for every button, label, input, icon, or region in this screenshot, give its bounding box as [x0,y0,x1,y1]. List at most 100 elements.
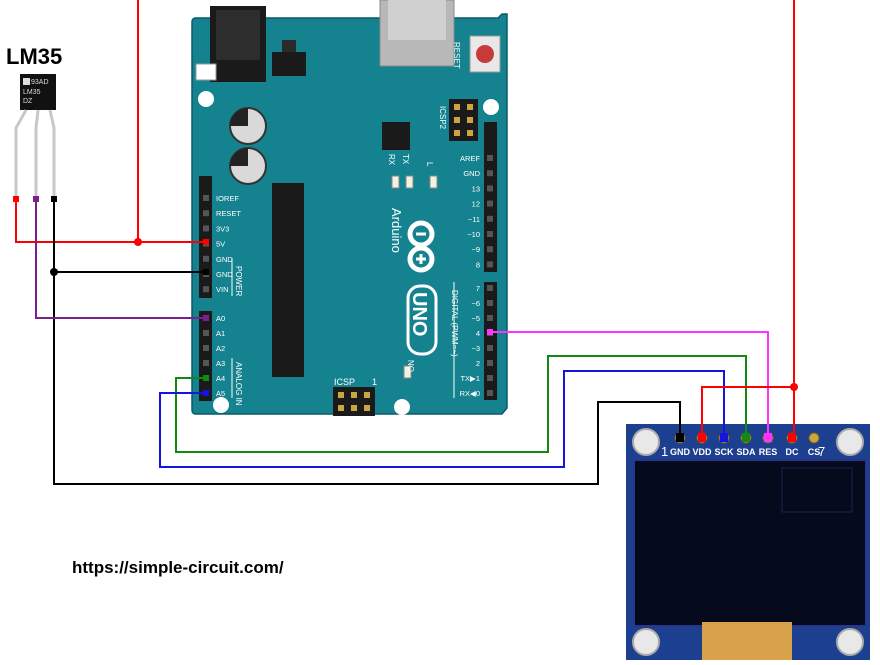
voltage-regulator [272,52,306,76]
oled-pin-label-sck: SCK [714,447,734,457]
digital-pin-label-1: GND [463,169,480,178]
power-label: POWER [234,266,243,296]
oled-pin-label-res: RES [759,447,778,457]
wire-sda-green [175,355,747,453]
oled-ribbon [702,622,792,660]
power-pin-label-2: 3V3 [216,224,229,233]
header-pin-socket[interactable] [487,170,493,177]
header-pin [454,130,460,136]
power-pin-label-1: RESET [216,209,241,218]
analog-pin-label-4: A4 [216,374,225,383]
header-pin-socket[interactable] [487,315,493,321]
capacitor [229,147,267,185]
header-pin-socket[interactable] [487,185,493,192]
header-pin-socket[interactable] [487,261,493,268]
arduino-logo-icon [407,220,435,273]
header-pin [467,117,473,123]
icsp-pin-1-label: 1 [372,377,377,387]
digital-pin-label-3: 4 [476,329,480,338]
header-pin-socket[interactable] [203,210,209,217]
wire-gnd-black [53,196,681,485]
header-pin-socket[interactable] [487,345,493,351]
analog-pin-label-0: A0 [216,314,225,323]
l-label: L [425,162,434,167]
header-pin [351,405,357,411]
digital-pin-label-3: 12 [472,200,480,209]
header-pin [351,392,357,398]
header-pin-socket[interactable] [487,300,493,306]
header-pin [467,130,473,136]
oled-pin[interactable] [808,432,820,444]
icsp-header [333,387,375,416]
lm35-sensor: 93AD LM35 DZ [14,74,56,196]
icsp2-label: ICSP2 [438,106,447,130]
header-pin-socket[interactable] [203,330,209,336]
analog-pin-label-3: A3 [216,359,225,368]
digital-pin-label-5: 2 [476,359,480,368]
digital-pin-label-1: ~6 [471,299,480,308]
header-pin-socket[interactable] [203,225,209,232]
oled-pin-start-num: 1 [661,444,668,459]
lm35-body-text-1: LM35 [23,89,41,96]
header-pin [454,104,460,110]
header-pin-socket[interactable] [203,345,209,351]
uno-badge [406,284,438,356]
analog-pin-label-5: A5 [216,389,225,398]
header-pin-socket[interactable] [487,155,493,161]
header-pin-socket[interactable] [487,215,493,222]
header-pin-socket[interactable] [203,255,209,262]
wire-tips [13,196,493,396]
header-pin-socket[interactable] [203,360,209,366]
power-pin-label-6: VIN [216,285,229,294]
reset-label: RESET [452,42,461,69]
mount-hole-icon [198,91,214,107]
arduino-pcb [191,13,508,415]
junction-dot [134,238,142,246]
digital-label: DIGITAL (PWM=~) [450,290,459,357]
oled-pin-label-sda: SDA [736,447,756,457]
digital-pin-label-0: 7 [476,284,480,293]
icsp2-header [449,99,478,141]
icsp-label: ICSP [334,377,355,387]
header-pin [338,392,344,398]
lm35-leg [34,109,40,196]
digital-pin-label-7: RX◀0 [460,389,480,398]
digital-pin-label-2: ~5 [471,314,480,323]
header-pin-socket[interactable] [487,375,493,381]
header-pin-socket[interactable] [487,285,493,291]
usb-chip [382,122,410,150]
nsc-logo-icon [23,78,30,85]
header-pin-socket[interactable] [203,195,209,201]
header-pin [364,392,370,398]
arduino-uno-board: RESET RX TX L ON Arduino [191,0,508,416]
lm35-body-text-2: DZ [23,98,33,105]
analog-header [199,311,212,401]
header-pin-socket[interactable] [487,231,493,237]
power-pin-label-5: GND [216,270,233,279]
header-pin-socket[interactable] [203,286,209,293]
header-pin-socket[interactable] [487,360,493,366]
rx-led [391,175,400,189]
power-pin-label-4: GND [216,255,233,264]
oled-pin-label-gnd: GND [670,447,691,457]
rx-label: RX [387,154,396,166]
junction-dot [50,268,58,276]
digital-pin-label-0: AREF [460,154,480,163]
header-pin [338,405,344,411]
mount-hole-icon [836,628,864,656]
digital-pin-label-2: 13 [472,184,480,193]
digital-pin-label-6: ~9 [471,245,480,254]
header-pin-socket[interactable] [487,200,493,207]
header-pin-socket[interactable] [487,390,493,396]
power-pin-label-3: 5V [216,240,225,249]
website-url[interactable]: https://simple-circuit.com/ [72,558,284,577]
wire-sck-blue [159,370,725,468]
reset-button[interactable] [469,35,501,73]
header-pin-socket[interactable] [487,246,493,253]
on-label: ON [407,360,416,372]
